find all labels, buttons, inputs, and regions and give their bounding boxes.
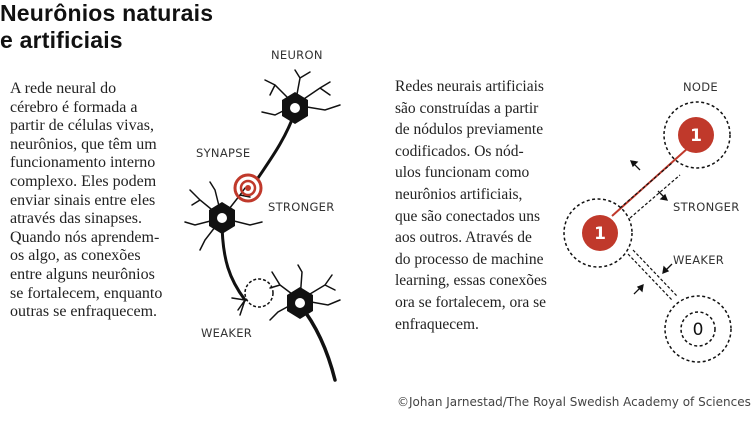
text-line: ulos funcionam como bbox=[395, 164, 530, 182]
label-node-weaker: WEAKER bbox=[673, 253, 725, 267]
node-value: 1 bbox=[594, 224, 606, 244]
text-line: cérebro é formada a bbox=[10, 98, 138, 116]
text-line: neurônios, que têm um bbox=[10, 135, 157, 153]
node-inner-ring bbox=[680, 311, 716, 347]
text-line: enfraquecem. bbox=[395, 315, 479, 333]
label-stronger: STRONGER bbox=[268, 200, 335, 214]
text-line: learning, essas conexões bbox=[395, 272, 547, 290]
text-line: aos outros. Através de bbox=[395, 229, 532, 247]
node-active bbox=[582, 215, 618, 251]
text-line: Redes neurais artificiais bbox=[395, 78, 544, 95]
neuron-cell-bodies bbox=[209, 92, 313, 319]
node-active bbox=[678, 117, 714, 153]
label-neuron: NEURON bbox=[271, 48, 323, 62]
text-line: Quando nós aprendem- bbox=[10, 228, 160, 246]
text-line: A rede neural do bbox=[10, 80, 117, 97]
node-value: 1 bbox=[690, 126, 702, 146]
text-line: os algo, as conexões bbox=[10, 247, 141, 265]
label-synapse: SYNAPSE bbox=[196, 146, 251, 160]
text-line: entre alguns neurônios bbox=[10, 265, 155, 283]
node-outer-ring bbox=[563, 198, 633, 268]
node-outer-ring bbox=[663, 101, 731, 169]
title-line: Neurônios naturais bbox=[0, 0, 214, 26]
text-line: se fortalecem, enquanto bbox=[10, 284, 163, 302]
artificial-neurons-description: Redes neurais artificiais são construídas… bbox=[395, 76, 547, 335]
page-title: Neurônios naturais e artificiais bbox=[0, 0, 754, 54]
text-line: outras se enfraquecem. bbox=[10, 303, 158, 321]
label-node: NODE bbox=[683, 80, 718, 94]
text-line: de nódulos previamente bbox=[395, 121, 544, 139]
text-line: neurônios artificiais, bbox=[395, 185, 523, 203]
node-value: 0 bbox=[693, 320, 704, 340]
node-diagram bbox=[563, 101, 732, 363]
text-line: através das sinapses. bbox=[10, 210, 142, 228]
text-line: codificados. Os nód- bbox=[395, 142, 524, 160]
text-line: do processo de machine bbox=[395, 250, 544, 268]
text-line: complexo. Eles podem bbox=[10, 172, 157, 190]
text-line: funcionamento interno bbox=[10, 154, 156, 172]
text-line: ora se fortalecem, ora se bbox=[395, 293, 547, 311]
label-node-stronger: STRONGER bbox=[673, 200, 740, 214]
text-line: enviar sinais entre eles bbox=[10, 191, 156, 209]
synapse-weak-marker bbox=[244, 278, 274, 308]
node-outer-ring bbox=[664, 295, 732, 363]
image-credit: ©Johan Jarnestad/The Royal Swedish Acade… bbox=[397, 395, 751, 409]
synapse-strong-marker bbox=[233, 173, 263, 203]
text-line: são construídas a partir bbox=[395, 99, 539, 117]
text-line: que são conectados uns bbox=[395, 207, 541, 225]
label-weaker: WEAKER bbox=[201, 326, 253, 340]
title-line: e artificiais bbox=[0, 27, 123, 53]
text-line: partir de células vivas, bbox=[10, 117, 154, 135]
